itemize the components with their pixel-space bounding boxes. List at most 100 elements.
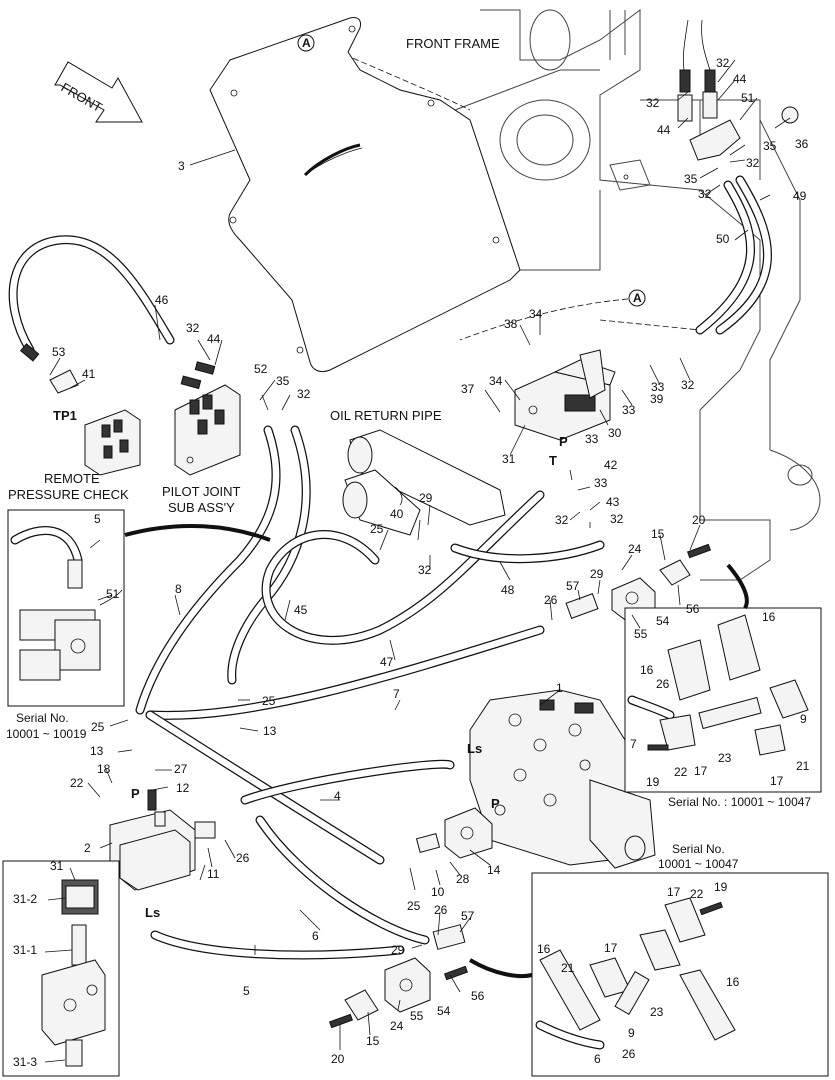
callout-13b: 13 (263, 724, 277, 738)
callout-17b: 17 (770, 774, 784, 788)
callout-21a: 21 (796, 759, 810, 773)
oil-return-pipe-label: OIL RETURN PIPE (330, 408, 442, 423)
callout-16c: 16 (537, 942, 551, 956)
callout-51b: 51 (106, 587, 120, 601)
callout-26d: 26 (434, 903, 448, 917)
callout-4: 4 (334, 789, 341, 803)
callout-47: 47 (380, 655, 394, 669)
callout-33b: 33 (585, 432, 599, 446)
callout-45: 45 (294, 603, 308, 617)
serial-left-line2: 10001 ~ 10019 (6, 727, 87, 741)
inset-connectors (124, 523, 749, 979)
callout-44a: 44 (733, 72, 747, 86)
front-frame-label: FRONT FRAME (406, 36, 500, 51)
serial-mid-right: Serial No. : 10001 ~ 10047 (668, 795, 811, 809)
callout-22a: 22 (70, 776, 84, 790)
port-p-valve: P (491, 796, 500, 811)
callout-14: 14 (487, 863, 501, 877)
inset-bottom-left-part-31 (2, 860, 120, 1077)
remote-label-line2: PRESSURE CHECK (8, 487, 129, 502)
callout-20b: 20 (331, 1052, 345, 1066)
callout-44b: 44 (657, 123, 671, 137)
front-arrow: FRONT (54, 61, 143, 123)
callout-26e: 26 (622, 1047, 636, 1061)
callout-55b: 55 (410, 1009, 424, 1023)
callout-25b: 25 (262, 694, 276, 708)
callout-32h: 32 (418, 563, 432, 577)
top-right-fittings (677, 19, 799, 161)
callout-15b: 15 (366, 1034, 380, 1048)
port-ls-valve: Ls (467, 741, 482, 756)
callout-26c: 26 (236, 851, 250, 865)
callout-15: 15 (651, 527, 665, 541)
cover-plate-part-3 (209, 17, 521, 373)
tp1-label: TP1 (53, 408, 77, 423)
callout-5a: 5 (94, 512, 101, 526)
callout-32f: 32 (297, 387, 311, 401)
hoses (8, 175, 772, 960)
callout-32g: 32 (681, 378, 695, 392)
svg-text:A: A (633, 291, 642, 305)
callout-21b: 21 (561, 961, 575, 975)
solenoid-valve-part-30-31 (514, 349, 616, 441)
callout-5b: 5 (243, 984, 250, 998)
flange-part-14 (415, 807, 493, 859)
inset-left-serial-10019 (7, 509, 125, 707)
callout-25a: 25 (370, 522, 384, 536)
port-labels: P T Ls P P Ls (131, 434, 568, 920)
svg-text:A: A (302, 36, 311, 50)
reference-marker-a-top: A (297, 34, 315, 52)
port-ls-block: Ls (145, 905, 160, 920)
callout-7b: 7 (630, 737, 637, 751)
callout-36: 36 (795, 137, 809, 151)
callout-38: 38 (504, 317, 518, 331)
callout-22c: 22 (690, 887, 704, 901)
callout-57b: 57 (461, 909, 475, 923)
callout-10: 10 (431, 885, 445, 899)
callout-35b: 35 (684, 172, 698, 186)
callout-16b: 16 (640, 663, 654, 677)
callout-17a: 17 (694, 764, 708, 778)
callout-1: 1 (556, 681, 563, 695)
serial-bottom-right-line2: 10001 ~ 10047 (658, 857, 739, 871)
reference-marker-a-right: A (628, 289, 646, 307)
callout-32a: 32 (716, 56, 730, 70)
callout-37: 37 (461, 382, 475, 396)
callout-54a: 54 (656, 614, 670, 628)
callout-30: 30 (608, 426, 622, 440)
callout-43: 43 (606, 495, 620, 509)
callout-40: 40 (390, 507, 404, 521)
oil-return-pipe (342, 429, 506, 536)
callout-9: 9 (800, 712, 807, 726)
pilot-valve-block-part-2 (109, 789, 216, 891)
flange-lower-part-55 (328, 924, 469, 1029)
callout-29b: 29 (590, 567, 604, 581)
callout-numbers: 1 2 3 4 5 5 6 6 7 7 8 9 9 10 11 12 13 13… (13, 56, 810, 1069)
callout-17d: 17 (604, 941, 618, 955)
callout-31-2: 31-2 (13, 892, 37, 906)
callout-20a: 20 (692, 513, 706, 527)
callout-24b: 24 (390, 1019, 404, 1033)
callout-11: 11 (207, 867, 220, 881)
callout-33d: 33 (651, 380, 665, 394)
callout-31a: 31 (502, 452, 516, 466)
callout-50: 50 (716, 232, 730, 246)
inset-mid-right-serial-10047 (624, 607, 822, 793)
callout-31-3: 31-3 (13, 1055, 37, 1069)
callout-33a: 33 (622, 403, 636, 417)
callout-31-1: 31-1 (13, 943, 37, 957)
callout-32i: 32 (555, 513, 569, 527)
serial-bottom-right-line1: Serial No. (672, 842, 725, 856)
callout-34b: 34 (489, 374, 503, 388)
port-p-block: P (131, 786, 140, 801)
callout-22b: 22 (674, 765, 688, 779)
main-control-valve-part-1 (469, 689, 656, 869)
callout-25d: 25 (407, 899, 421, 913)
callout-19a: 19 (646, 775, 660, 789)
pilot-joint-sub-assy (174, 361, 241, 476)
remote-label-line1: REMOTE (44, 471, 100, 486)
callout-56b: 56 (471, 989, 485, 1003)
callout-57a: 57 (566, 579, 580, 593)
